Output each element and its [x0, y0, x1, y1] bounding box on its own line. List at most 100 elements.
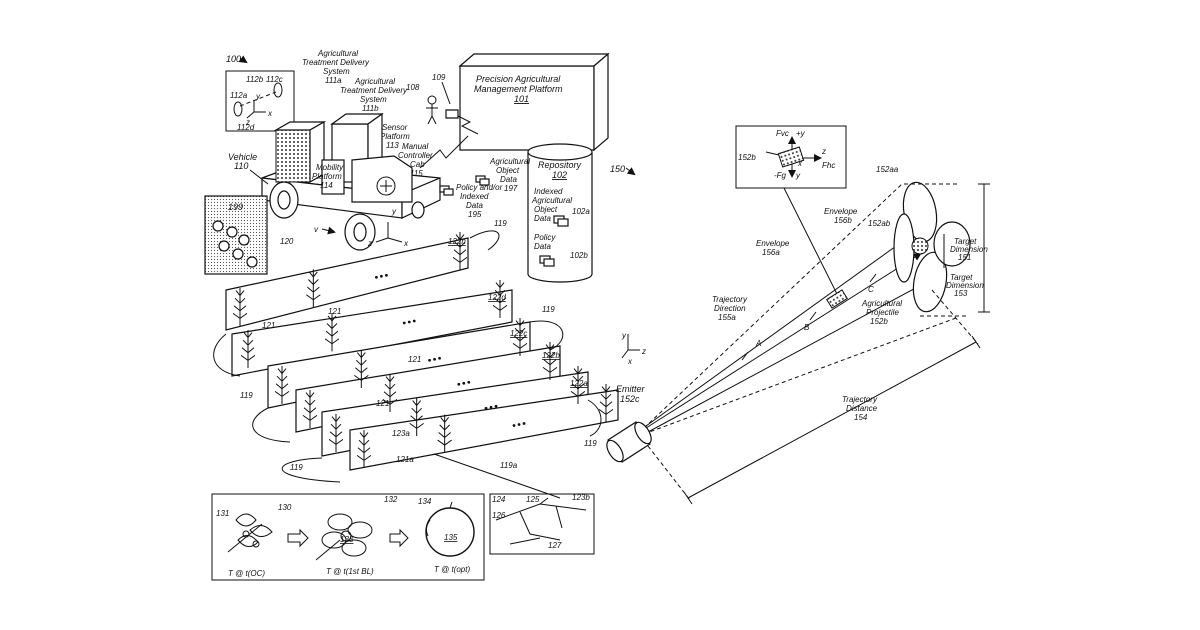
- svg-text:Manual: Manual: [402, 142, 428, 151]
- svg-text:Data: Data: [466, 201, 483, 210]
- svg-text:Data: Data: [500, 175, 517, 184]
- ellipsis-dot: [490, 406, 493, 409]
- ellipsis-dot: [485, 407, 488, 410]
- label-target-153: Target Dimension 153: [946, 273, 984, 298]
- svg-text:152b: 152b: [738, 153, 756, 162]
- vehicle-velocity: v: [314, 225, 319, 234]
- svg-text:Treatment Delivery: Treatment Delivery: [302, 58, 370, 67]
- svg-text:132: 132: [384, 495, 398, 504]
- svg-text:108: 108: [406, 83, 420, 92]
- ref-119-a: 119: [494, 219, 507, 228]
- ellipsis-dot: [457, 383, 460, 386]
- svg-text:Policy and/or: Policy and/or: [456, 183, 503, 192]
- ref-119-b: 119: [542, 305, 555, 314]
- svg-text:Trajectory: Trajectory: [842, 395, 878, 404]
- svg-text:Object: Object: [534, 205, 558, 214]
- svg-text:Trajectory: Trajectory: [712, 295, 748, 304]
- vehicle-axis-z: z: [367, 239, 372, 248]
- svg-text:152c: 152c: [620, 394, 640, 404]
- row-122n: 122n: [448, 237, 466, 246]
- growth-stages-box: 130 131 132 133 134 135 T @ t(OC) T @ t(…: [212, 494, 484, 580]
- svg-text:156b: 156b: [834, 216, 852, 225]
- ref-150: 150: [610, 164, 625, 174]
- svg-text:152ab: 152ab: [868, 219, 891, 228]
- svg-text:Repository: Repository: [538, 160, 582, 170]
- vehicle: [262, 114, 440, 250]
- svg-text:System: System: [323, 67, 350, 76]
- svg-text:Fvc: Fvc: [776, 129, 789, 138]
- svg-text:T @ t(opt): T @ t(opt): [434, 565, 470, 574]
- svg-text:+y: +y: [796, 129, 806, 138]
- svg-text:Policy: Policy: [534, 233, 556, 242]
- management-platform-box: Precision Agricultural Management Platfo…: [460, 54, 608, 150]
- ref-119-e: 119: [290, 463, 303, 472]
- svg-text:124: 124: [492, 495, 506, 504]
- svg-text:109: 109: [432, 73, 446, 82]
- axes-inset-box: 112a 112b 112c 112d y z x: [226, 71, 294, 132]
- segment-a: A: [755, 339, 761, 348]
- svg-text:102b: 102b: [570, 251, 588, 260]
- svg-text:Precision Agricultural: Precision Agricultural: [476, 74, 561, 84]
- svg-text:127: 127: [548, 541, 562, 550]
- branch-detail-box: 123b 124 125 126 127: [490, 493, 594, 554]
- vehicle-axis-x: x: [403, 239, 409, 248]
- svg-text:123b: 123b: [572, 493, 590, 502]
- axis-x-inset: x: [267, 109, 273, 118]
- ellipsis-dot: [467, 381, 470, 384]
- svg-text:101: 101: [514, 94, 529, 104]
- svg-text:Treatment Delivery: Treatment Delivery: [340, 86, 408, 95]
- svg-text:y: y: [795, 171, 801, 180]
- axis-z-inset: z: [245, 118, 250, 127]
- ellipsis-dot: [413, 320, 416, 323]
- ref-121-a: 121: [262, 321, 275, 330]
- label-trajectory-direction: Trajectory Direction 155a: [712, 295, 748, 322]
- ref-112c: 112c: [266, 75, 283, 84]
- ref-119-d: 119: [584, 439, 597, 448]
- svg-text:-Fg: -Fg: [774, 171, 787, 180]
- ellipsis-dot: [403, 322, 406, 325]
- repository-cylinder: Repository 102 Indexed Agricultural Obje…: [528, 144, 592, 282]
- label-152ab: 152ab: [868, 219, 891, 228]
- inset-199: 199: [205, 196, 267, 274]
- ref-100: 100: [226, 54, 241, 64]
- svg-text:Data: Data: [534, 214, 551, 223]
- svg-text:130: 130: [278, 503, 292, 512]
- svg-text:T @ t(OC): T @ t(OC): [228, 569, 265, 578]
- ellipsis-dot: [523, 422, 526, 425]
- svg-text:152aa: 152aa: [876, 165, 899, 174]
- ellipsis-dot: [433, 358, 436, 361]
- svg-text:T @ t(1st BL): T @ t(1st BL): [326, 567, 374, 576]
- svg-text:114: 114: [320, 181, 333, 190]
- svg-text:x: x: [627, 357, 633, 366]
- ellipsis-dot: [438, 357, 441, 360]
- svg-text:Fhc: Fhc: [822, 161, 835, 170]
- svg-text:195: 195: [468, 210, 482, 219]
- svg-text:Direction: Direction: [714, 304, 746, 313]
- svg-text:102: 102: [552, 170, 567, 180]
- svg-text:133: 133: [340, 535, 354, 544]
- svg-text:Envelope: Envelope: [824, 207, 858, 216]
- axes-right: y z x: [621, 331, 646, 366]
- label-vehicle: Vehicle 110: [228, 152, 257, 171]
- svg-text:152b: 152b: [870, 317, 888, 326]
- svg-text:155a: 155a: [718, 313, 736, 322]
- row-122d: 122d: [488, 293, 506, 302]
- svg-text:Envelope: Envelope: [756, 239, 790, 248]
- svg-text:Data: Data: [534, 242, 551, 251]
- ellipsis-dot: [408, 321, 411, 324]
- svg-text:z: z: [641, 347, 646, 356]
- svg-text:113: 113: [386, 141, 399, 150]
- ref-119a: 119a: [500, 461, 518, 470]
- ref-112b: 112b: [246, 75, 264, 84]
- svg-text:Mobility: Mobility: [316, 163, 344, 172]
- svg-text:125: 125: [526, 495, 540, 504]
- svg-text:197: 197: [504, 184, 518, 193]
- svg-text:151: 151: [958, 253, 971, 262]
- svg-text:131: 131: [216, 509, 229, 518]
- segment-b: B: [804, 323, 810, 332]
- ref-121a: 121a: [396, 455, 414, 464]
- svg-text:Projectile: Projectile: [866, 308, 899, 317]
- ref-120: 120: [280, 237, 294, 246]
- svg-text:154: 154: [854, 413, 868, 422]
